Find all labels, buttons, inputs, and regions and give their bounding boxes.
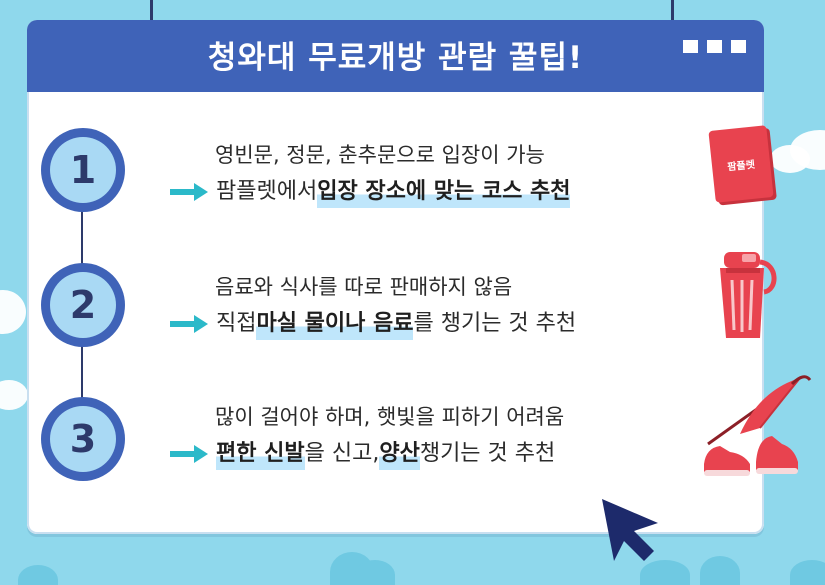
arrow-right-icon [170,183,210,201]
window-dot-icon [707,40,722,53]
cursor-arrow-icon [602,499,658,561]
step-2-tip: 직접 마실 물이나 음료 를 챙기는 것 추천 [170,308,690,340]
hanging-line-right [671,0,674,22]
step-1-tip: 팜플렛에서 입장 장소에 맞는 코스 추천 [170,176,690,208]
cloud-decoration [0,290,26,334]
step-3-description: 많이 걸어야 하며, 햇빛을 피하기 어려움 [215,405,565,429]
step-2-text: 음료와 식사를 따로 판매하지 않음 직접 마실 물이나 음료 를 챙기는 것 … [170,272,690,340]
step-1-description: 영빈문, 정문, 춘추문으로 입장이 가능 [215,143,545,167]
tips-window: 청와대 무료개방 관람 꿀팁! [27,20,764,534]
step-1-text: 영빈문, 정문, 춘추문으로 입장이 가능 팜플렛에서 입장 장소에 맞는 코스… [170,140,690,208]
water-bottle-icon [720,252,777,338]
window-controls [683,40,746,53]
step-number-3: 3 [41,397,125,481]
step-3-highlight-2: 양산 [379,438,420,470]
cloud-decoration [770,145,810,173]
pamphlet-icon: 팜플렛 [708,125,774,203]
bush-decoration [790,560,825,585]
umbrella-icon [707,375,812,446]
step-3-tip: 편한 신발 을 신고, 양산 챙기는 것 추천 [170,438,690,470]
page-title: 청와대 무료개방 관람 꿀팁! [207,40,584,76]
step-number-1: 1 [41,128,125,212]
arrow-right-icon [170,315,210,333]
window-body [27,92,764,534]
step-3-text: 많이 걸어야 하며, 햇빛을 피하기 어려움 편한 신발 을 신고, 양산 챙기… [170,402,690,470]
step-2-highlight: 마실 물이나 음료 [256,308,414,340]
bush-decoration [18,565,58,585]
window-dot-icon [731,40,746,53]
window-dot-icon [683,40,698,53]
bush-decoration [355,560,395,585]
window-header: 청와대 무료개방 관람 꿀팁! [27,20,764,92]
bush-decoration [700,556,740,585]
sneakers-icon [704,436,798,476]
cloud-decoration [0,380,28,410]
step-2-description: 음료와 식사를 따로 판매하지 않음 [215,275,513,299]
bush-decoration [640,560,690,585]
step-number-2: 2 [41,263,125,347]
step-3-highlight: 편한 신발 [216,438,305,470]
step-1-highlight: 입장 장소에 맞는 코스 추천 [317,176,571,208]
arrow-right-icon [170,445,210,463]
hanging-line-left [150,0,153,22]
